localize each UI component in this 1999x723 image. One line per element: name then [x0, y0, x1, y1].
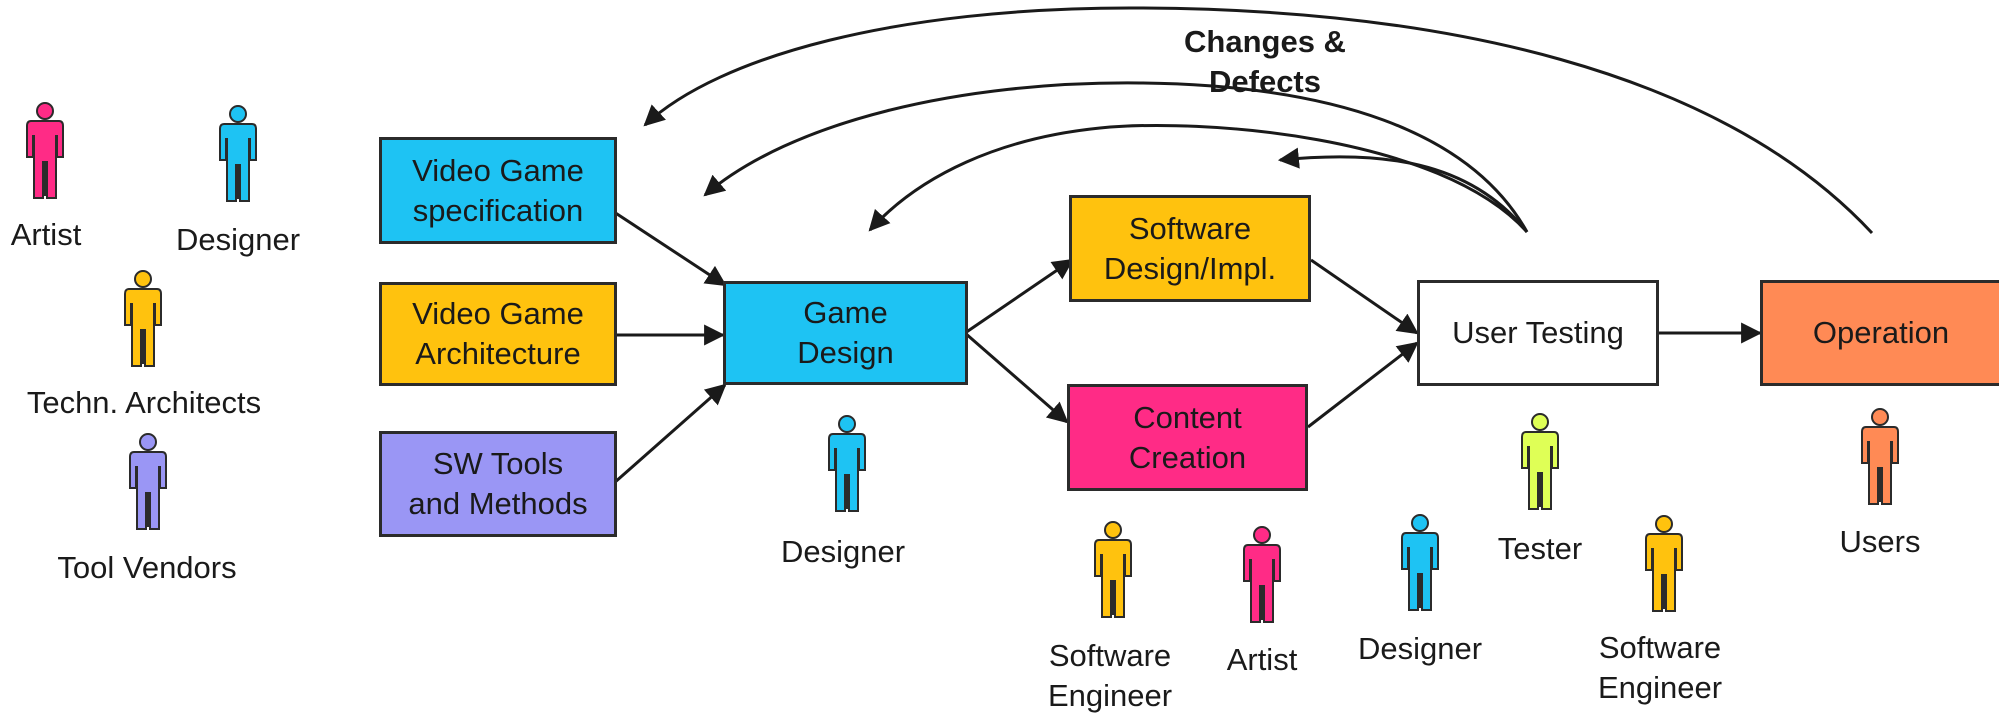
arrow-content-to-testing: [1307, 341, 1419, 429]
feedback-arrow-testing-to-software: [1277, 147, 1529, 233]
person-icon: [1243, 526, 1281, 623]
feedback-arrow-operation-to-spec: [643, 6, 1874, 235]
role-label-artist-content: Artist: [1226, 642, 1298, 677]
video-game-architecture-label: Video Game Architecture: [412, 296, 584, 371]
game-design-label: Game Design: [797, 295, 894, 370]
user-testing-label: User Testing: [1452, 315, 1624, 350]
arrow-tools-to-game-design: [613, 383, 727, 485]
role-label-software-engineer-2: Software Engineer: [1597, 630, 1723, 705]
game-design-box: Game Design: [723, 281, 968, 385]
role-label-designer-game: Designer: [780, 534, 906, 569]
sw-tools-methods-box: SW Tools and Methods: [379, 431, 617, 537]
changes-defects-label: Changes & Defects: [1184, 24, 1346, 99]
person-icon: [1645, 515, 1683, 612]
sw-tools-methods-label: SW Tools and Methods: [408, 446, 588, 521]
role-label-tester: Tester: [1497, 531, 1583, 566]
video-game-specification-label: Video Game specification: [412, 152, 584, 228]
arrow-spec-to-game-design: [613, 210, 727, 287]
arrow-software-to-testing: [1310, 258, 1419, 335]
content-creation-box: Content Creation: [1067, 384, 1308, 491]
role-label-techn-architects: Techn. Architects: [26, 385, 262, 420]
software-design-box: Software Design/Impl.: [1069, 195, 1311, 302]
person-icon: [828, 415, 866, 512]
role-label-artist: Artist: [10, 217, 82, 252]
feedback-arrow-testing-to-game-design: [868, 124, 1529, 234]
role-label-software-engineer-1: Software Engineer: [1047, 638, 1173, 713]
operation-label: Operation: [1812, 315, 1950, 350]
person-icon: [1861, 408, 1899, 505]
feedback-arrow-testing-to-spec: [703, 81, 1529, 233]
video-game-architecture-box: Video Game Architecture: [379, 282, 617, 386]
video-game-specification-box: Video Game specification: [379, 137, 617, 244]
person-icon: [1521, 413, 1559, 510]
role-label-designer-testing: Designer: [1357, 631, 1483, 666]
operation-box: Operation: [1760, 280, 1999, 386]
person-icon: [1094, 521, 1132, 618]
person-icon: [26, 102, 64, 199]
person-icon: [124, 270, 162, 367]
software-design-label: Software Design/Impl.: [1103, 210, 1277, 286]
person-icon: [129, 433, 167, 530]
role-label-tool-vendors: Tool Vendors: [57, 550, 237, 585]
user-testing-box: User Testing: [1417, 280, 1659, 386]
role-label-designer-left: Designer: [175, 222, 301, 257]
arrow-game-design-to-software: [964, 258, 1074, 335]
person-icon: [1401, 514, 1439, 611]
role-label-users: Users: [1839, 524, 1921, 559]
person-icon: [219, 105, 257, 202]
content-creation-label: Content Creation: [1128, 399, 1247, 475]
arrow-game-design-to-content: [964, 331, 1069, 424]
